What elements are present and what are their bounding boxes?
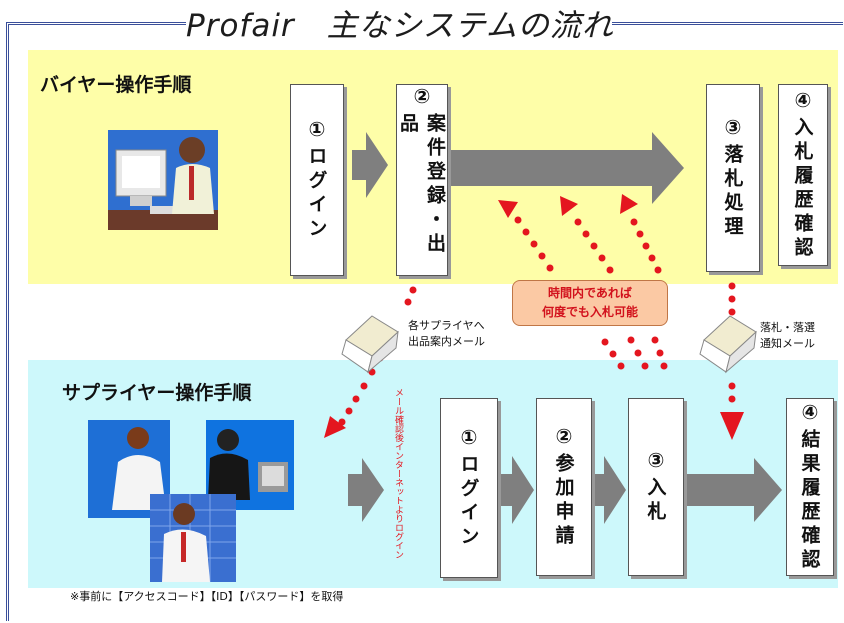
mail-envelope-icon	[341, 315, 399, 374]
footnote: ※事前に【アクセスコード】【ID】【パスワード】を取得	[70, 590, 344, 603]
buyer-step-award: ③ 落札処理	[706, 84, 760, 272]
supplier-section-title: サプライヤー操作手順	[62, 382, 252, 404]
diagram-title: Profair 主なシステムの流れ	[186, 0, 613, 44]
red-arrowhead-to-result	[720, 412, 744, 440]
supplier-login-note: メール確認後インターネットよりログイン	[393, 388, 403, 559]
arrow-to-supplier-login	[348, 458, 384, 522]
arrow-login-to-register	[352, 132, 388, 198]
dots-bid-to-buyer	[514, 216, 668, 370]
red-arrowhead-2	[560, 196, 578, 216]
dots-award-to-result	[728, 282, 736, 403]
rebid-callout: 時間内であれば 何度でも入札可能	[512, 280, 668, 326]
arrow-apply-to-bid	[590, 456, 626, 524]
buyer-step-register: ② 案件登録・出品	[396, 84, 448, 276]
supplier-step-login: ① ログイン	[440, 398, 498, 578]
mail-notice-listing: 各サプライヤへ 出品案内メール	[408, 319, 485, 348]
mail-envelope-icon	[699, 315, 757, 374]
supplier-step-bid: ③ 入札	[628, 398, 684, 576]
arrow-login-to-apply	[498, 456, 534, 524]
mail-notice-result: 落札・落選 通知メール	[760, 321, 815, 350]
arrow-bid-to-result	[684, 458, 782, 522]
supplier-step-result: ④ 結果履歴確認	[786, 398, 834, 576]
red-arrowhead-to-supplier	[324, 416, 346, 438]
buyer-section-title: バイヤー操作手順	[40, 74, 192, 96]
buyer-step-login: ① ログイン	[290, 84, 344, 276]
buyer-at-computer-icon	[108, 130, 218, 230]
buyer-step-history: ④ 入札履歴確認	[778, 84, 828, 266]
supplier-people-icon	[88, 420, 294, 582]
arrow-register-to-award	[448, 132, 684, 204]
red-arrowhead-1	[498, 200, 518, 218]
red-arrowhead-3	[620, 194, 638, 214]
supplier-step-apply: ② 参加申請	[536, 398, 592, 576]
